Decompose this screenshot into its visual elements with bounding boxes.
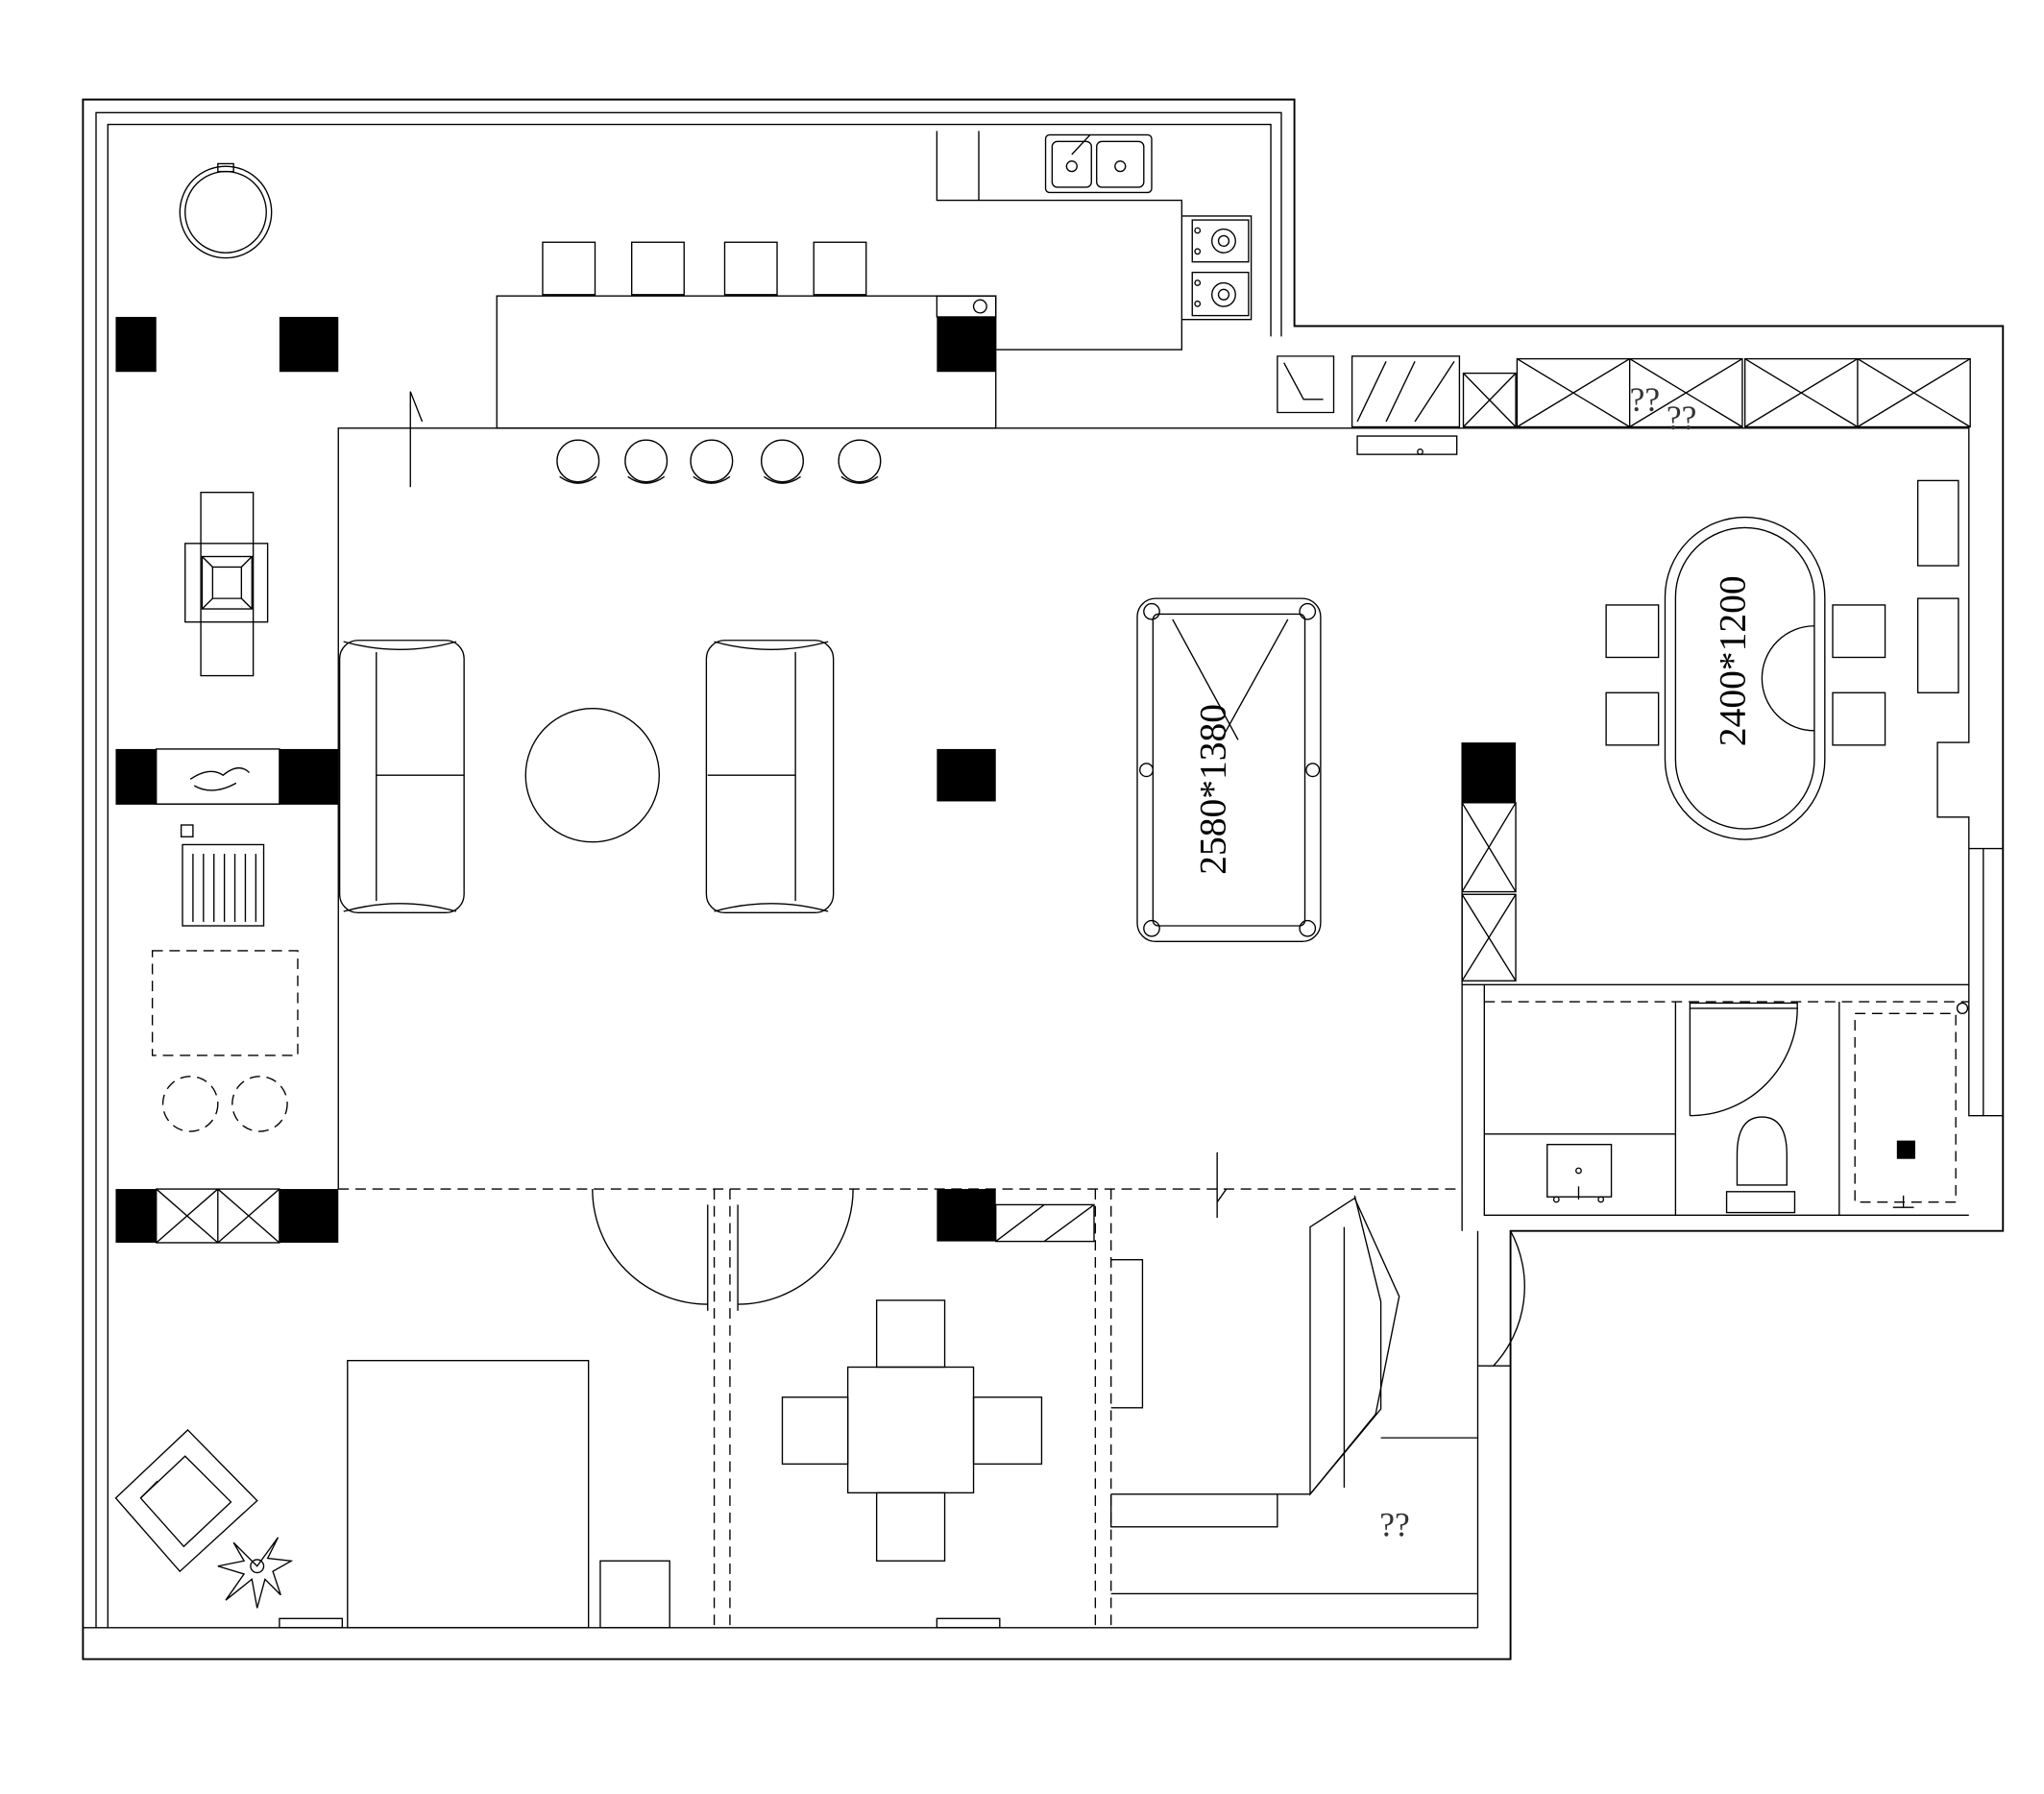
stool	[624, 439, 669, 483]
radiator	[180, 824, 265, 927]
oval-dining-table	[1664, 516, 1826, 840]
shower-area	[1854, 1002, 1969, 1208]
dining-area: 2400*1200	[1461, 479, 1959, 982]
column	[937, 316, 996, 373]
bedroom	[347, 1189, 708, 1629]
sofa-left	[338, 640, 465, 914]
structural-columns	[115, 316, 1517, 1243]
dining-chair	[1605, 604, 1660, 659]
billiard-table-size-label: 2580*1380	[1191, 704, 1233, 875]
sofa-right	[705, 640, 835, 914]
nightstand	[599, 1560, 670, 1629]
column	[279, 1189, 339, 1243]
stool	[690, 439, 734, 483]
bathroom	[1484, 1001, 1969, 1216]
gas-stove	[1191, 219, 1250, 317]
sideboard	[1916, 597, 1959, 693]
bed	[347, 1359, 590, 1629]
column	[115, 748, 157, 805]
column	[937, 1189, 996, 1242]
bar-stools-front	[556, 439, 882, 484]
dining-table-size-label: 2400*1200	[1712, 575, 1754, 746]
double-sink	[1044, 133, 1153, 194]
column	[279, 748, 339, 805]
column	[937, 748, 996, 802]
stool	[723, 241, 778, 296]
stool	[760, 439, 804, 483]
corner-room: ??	[1110, 1195, 1525, 1595]
unknown-mark: ??	[1667, 399, 1696, 437]
round-planter	[179, 165, 273, 259]
billiard-table: 2580*1380	[1136, 597, 1322, 943]
dining-chair	[1832, 691, 1886, 746]
bar-counter	[496, 295, 997, 429]
stool	[542, 241, 596, 296]
dining-chair	[1605, 691, 1660, 746]
chair	[875, 1299, 946, 1369]
dining-chair	[1832, 604, 1886, 659]
stool	[838, 439, 882, 483]
chair	[972, 1396, 1043, 1466]
table-outline	[151, 950, 299, 1056]
column	[279, 316, 339, 373]
stool	[161, 1076, 219, 1132]
column	[115, 1189, 157, 1243]
storage-cabinets: ?? ??	[1277, 355, 1971, 455]
exterior-walls	[82, 98, 2005, 1661]
unknown-mark: ??	[1630, 380, 1660, 419]
column	[1462, 742, 1517, 803]
toilet	[1725, 1116, 1796, 1214]
round-coffee-table	[524, 707, 660, 843]
low-cabinet	[156, 748, 280, 805]
sideboard	[1916, 479, 1959, 567]
kitchen	[496, 131, 1253, 484]
living-room	[338, 640, 835, 914]
square-table	[846, 1366, 975, 1494]
column	[115, 316, 157, 373]
chair	[781, 1396, 849, 1466]
stool	[231, 1076, 288, 1132]
stool	[556, 439, 600, 483]
potted-plant	[217, 1537, 294, 1609]
tea-room	[738, 1189, 1095, 1629]
chair	[875, 1491, 946, 1562]
left-terrace	[114, 162, 344, 1629]
wash-basin	[1546, 1144, 1613, 1203]
stool	[630, 241, 685, 296]
lounge-chairs	[184, 491, 269, 677]
unknown-mark: ??	[1379, 1505, 1409, 1543]
bar-stools-back	[542, 241, 867, 296]
stool	[813, 241, 867, 296]
armchair	[114, 1428, 258, 1573]
